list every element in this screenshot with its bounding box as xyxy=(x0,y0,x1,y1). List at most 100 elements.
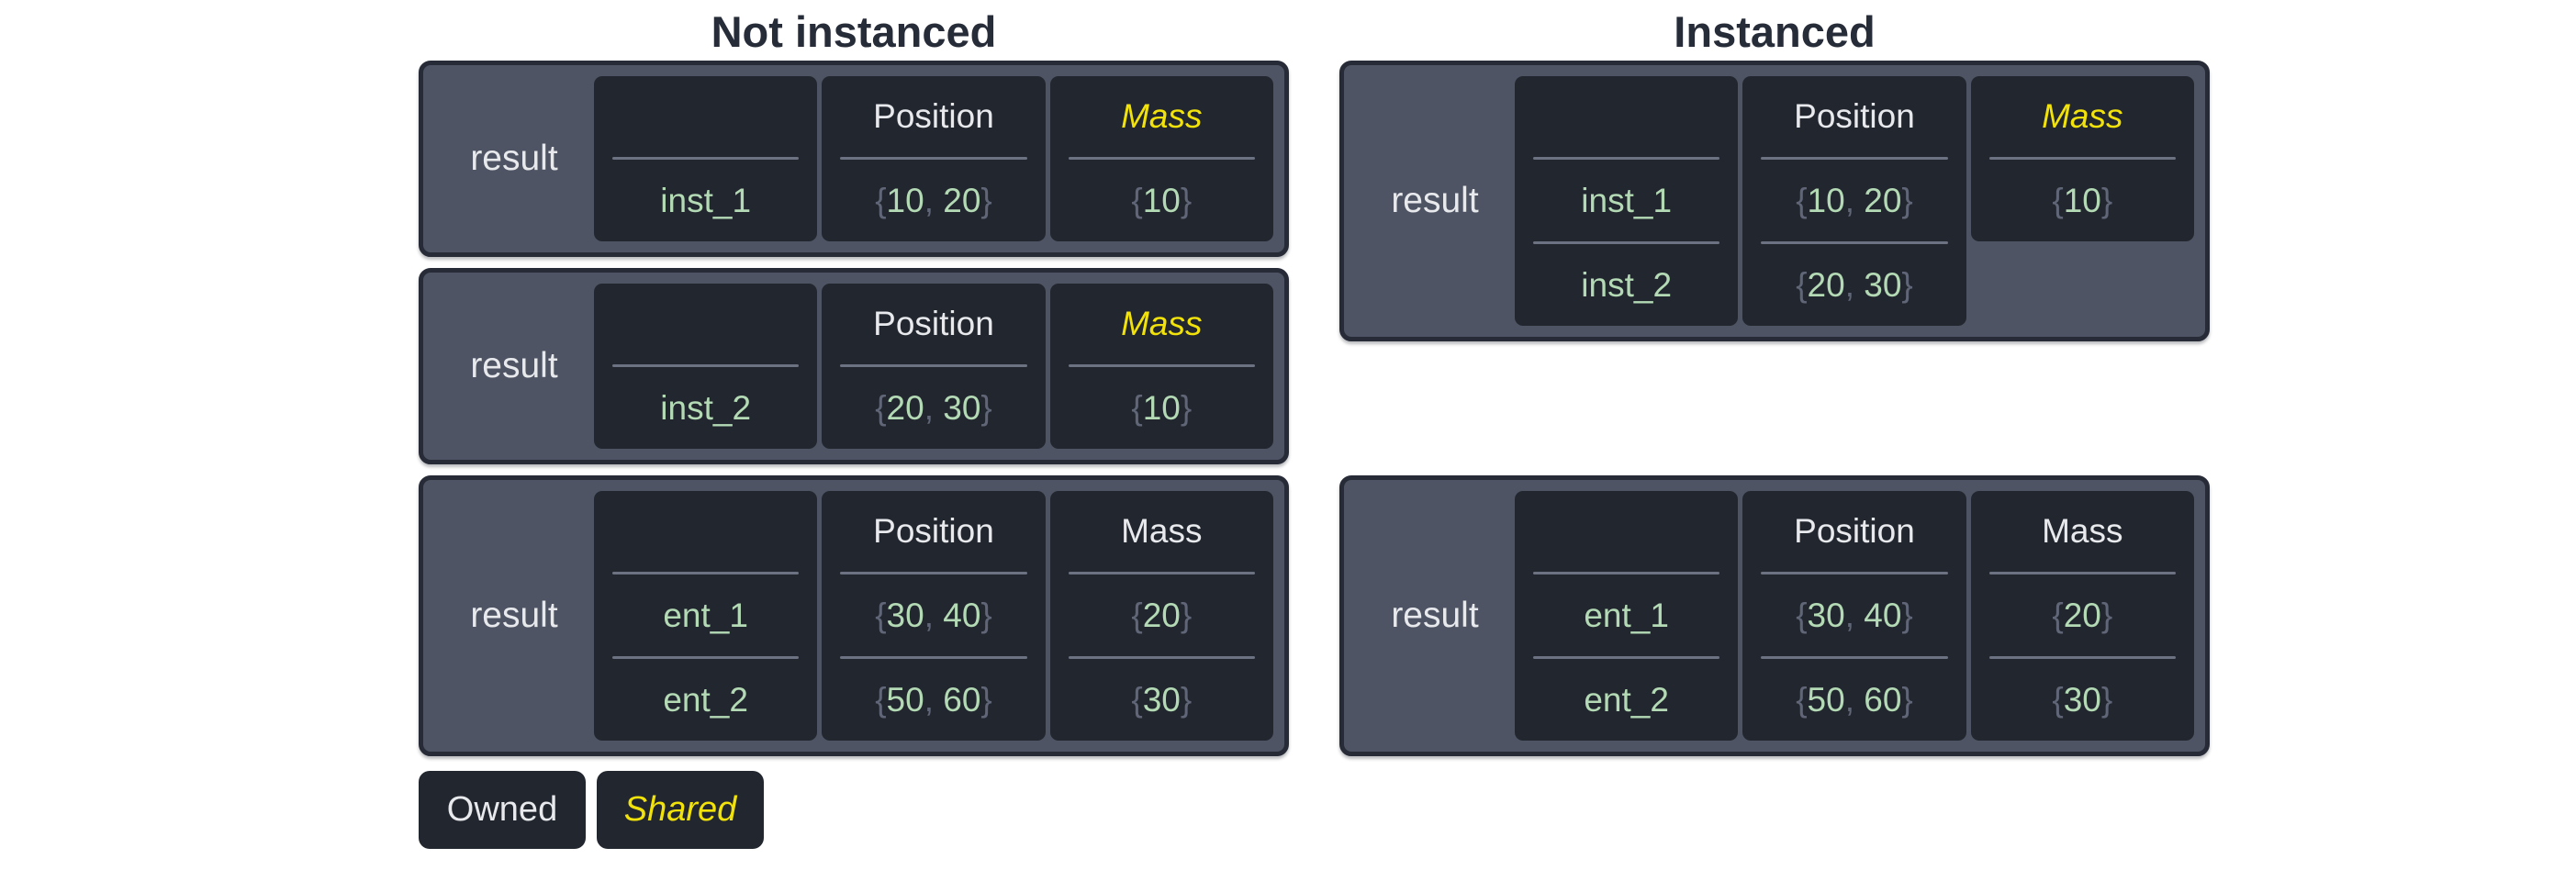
cell-value: inst_1 xyxy=(594,160,817,241)
close-brace: } xyxy=(1901,181,1913,219)
cell-value: {10} xyxy=(1050,160,1273,241)
column-header-entity xyxy=(594,491,817,572)
column-header-mass: Mass xyxy=(2042,512,2123,550)
column-card-mass: Mass {10} xyxy=(1970,76,2194,241)
column-header-position: Position xyxy=(873,305,994,342)
cell-value: {30, 40} xyxy=(1742,574,1966,656)
column-card-position: Position {10, 20}{20, 30} xyxy=(1742,76,1966,326)
close-brace: } xyxy=(1180,680,1193,719)
row-divider xyxy=(1068,364,1255,367)
open-brace: { xyxy=(1131,680,1143,719)
close-brace: } xyxy=(1901,265,1913,304)
open-brace: { xyxy=(875,181,887,219)
cell-value: ent_1 xyxy=(594,574,817,656)
value-number: 40 xyxy=(1864,596,1902,634)
cell-value: ent_2 xyxy=(1515,659,1738,741)
comma: , xyxy=(1844,265,1865,304)
result-label: result xyxy=(470,346,558,385)
cell-value: {20, 30} xyxy=(1742,244,1966,326)
value-number: 20 xyxy=(943,181,981,219)
column-header-entity xyxy=(1515,76,1738,157)
column-card-entity: ent_1 ent_2 xyxy=(594,491,818,741)
value-number: 10 xyxy=(2063,181,2101,219)
column-card-mass: Mass {10} xyxy=(1049,76,1273,241)
section-title-not-instanced: Not instanced xyxy=(711,7,997,56)
comma: , xyxy=(924,680,944,719)
cell-value: ent_2 xyxy=(594,659,817,741)
result-label: result xyxy=(470,596,558,635)
value-number: 10 xyxy=(1142,181,1181,219)
open-brace: { xyxy=(2052,596,2064,634)
value-number: 10 xyxy=(886,181,924,219)
cell-value: {50, 60} xyxy=(822,659,1045,741)
close-brace: } xyxy=(1901,680,1913,719)
open-brace: { xyxy=(875,596,887,634)
comma: , xyxy=(1844,596,1865,634)
row-divider xyxy=(1761,656,1948,659)
result-label: result xyxy=(1391,596,1479,635)
open-brace: { xyxy=(1796,680,1808,719)
legend-shared-chip: Shared xyxy=(597,771,764,849)
cell-value: inst_1 xyxy=(1515,160,1738,241)
column-header-mass: Mass xyxy=(2042,97,2123,135)
entity-name: ent_2 xyxy=(663,680,748,719)
legend-owned-chip: Owned xyxy=(419,771,586,849)
comma: , xyxy=(924,388,944,427)
column-header-mass: Mass xyxy=(1121,305,1203,342)
open-brace: { xyxy=(2052,181,2064,219)
row-divider xyxy=(1068,572,1255,574)
result-label: result xyxy=(1391,181,1479,220)
value-number: 50 xyxy=(886,680,924,719)
column-card-mass: Mass{20}{30} xyxy=(1049,491,1273,741)
column-header-entity xyxy=(1515,491,1738,572)
value-number: 30 xyxy=(1142,680,1181,719)
value-number: 10 xyxy=(1142,388,1181,427)
value-number: 30 xyxy=(1807,596,1845,634)
value-number: 30 xyxy=(2063,680,2101,719)
value-number: 50 xyxy=(1807,680,1845,719)
column-header-position: Position xyxy=(1794,97,1915,135)
column-card-entity: inst_1 xyxy=(594,76,818,241)
row-divider xyxy=(840,572,1027,574)
entity-name: inst_1 xyxy=(1581,181,1673,219)
open-brace: { xyxy=(2052,680,2064,719)
cell-value: {20, 30} xyxy=(822,367,1045,449)
row-divider xyxy=(1533,157,1720,160)
column-header-mass: Mass xyxy=(1121,512,1203,550)
cell-value: {10, 20} xyxy=(822,160,1045,241)
close-brace: } xyxy=(1180,388,1193,427)
entity-name: inst_2 xyxy=(660,388,752,427)
open-brace: { xyxy=(875,388,887,427)
close-brace: } xyxy=(980,680,992,719)
value-number: 60 xyxy=(943,680,981,719)
open-brace: { xyxy=(1796,181,1808,219)
row-divider xyxy=(612,364,800,367)
open-brace: { xyxy=(1131,388,1143,427)
column-header-mass: Mass xyxy=(1121,97,1203,135)
column-header-entity xyxy=(594,284,817,364)
value-number: 30 xyxy=(886,596,924,634)
cell-value: {30} xyxy=(1050,659,1273,741)
entity-name: ent_1 xyxy=(663,596,748,634)
column-header-position: Position xyxy=(873,97,994,135)
section-title-instanced: Instanced xyxy=(1674,7,1876,56)
close-brace: } xyxy=(1180,181,1193,219)
close-brace: } xyxy=(980,181,992,219)
entity-name: inst_1 xyxy=(660,181,752,219)
close-brace: } xyxy=(980,596,992,634)
column-card-mass: Mass{20}{30} xyxy=(1970,491,2194,741)
row-divider xyxy=(1068,656,1255,659)
close-brace: } xyxy=(1901,596,1913,634)
comma: , xyxy=(1844,680,1865,719)
close-brace: } xyxy=(2100,181,2113,219)
cell-value: ent_1 xyxy=(1515,574,1738,656)
cell-value: {10, 20} xyxy=(1742,160,1966,241)
close-brace: } xyxy=(1180,596,1193,634)
value-number: 30 xyxy=(943,388,981,427)
comma: , xyxy=(924,181,944,219)
